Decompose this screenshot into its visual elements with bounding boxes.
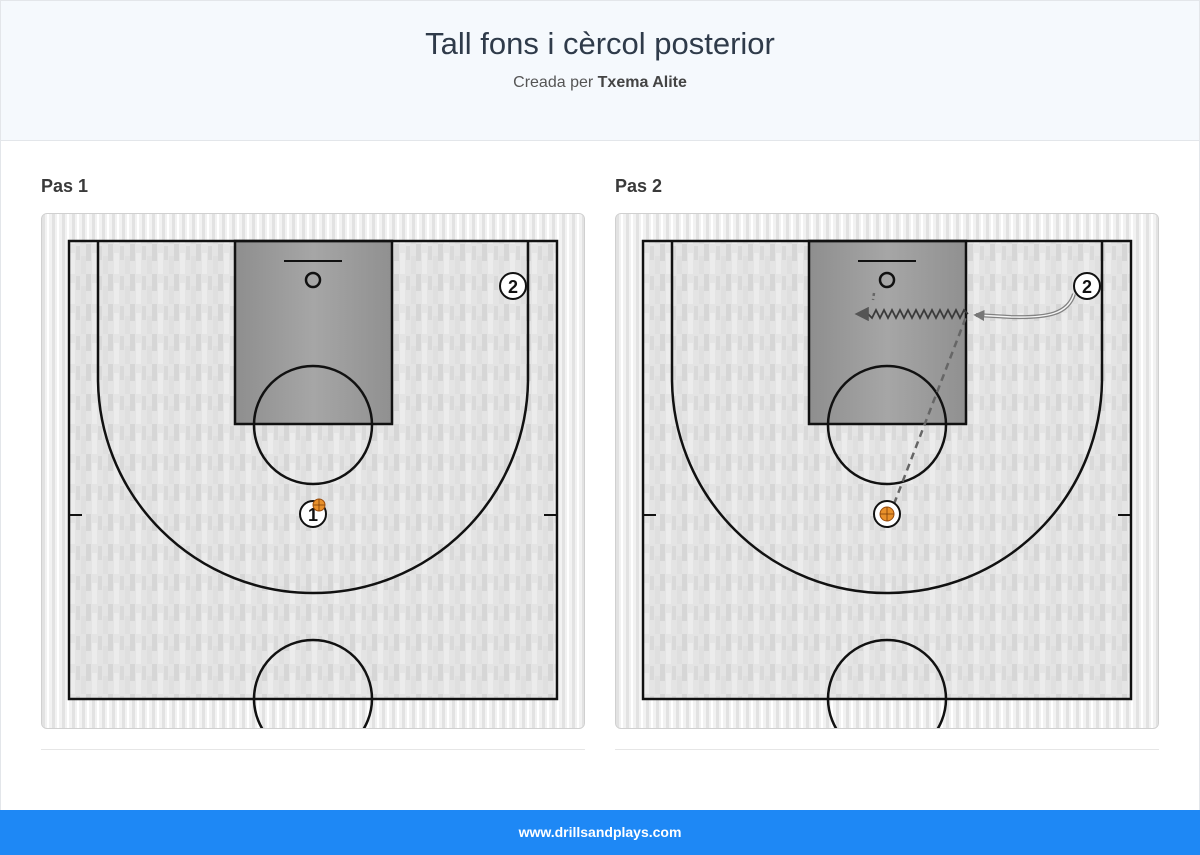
step-divider xyxy=(41,749,585,750)
player-2[interactable]: 2 xyxy=(499,272,527,300)
dribble-path xyxy=(854,306,969,322)
center-circle xyxy=(252,638,374,700)
center-circle xyxy=(826,638,948,700)
player-2[interactable]: 2 xyxy=(1073,272,1101,300)
footer-link[interactable]: www.drillsandplays.com xyxy=(0,810,1200,855)
three-point-line xyxy=(670,241,1104,595)
court-svg: 2 xyxy=(616,214,1158,728)
page-title: Tall fons i cèrcol posterior xyxy=(425,26,775,61)
court-svg: 2 1 xyxy=(42,214,584,728)
pass-line xyxy=(892,316,968,505)
step-2: Pas 2 xyxy=(615,175,1159,750)
step-1: Pas 1 xyxy=(41,175,585,750)
court-diagram: 2 xyxy=(615,213,1159,729)
hoop xyxy=(878,271,896,289)
free-throw-circle xyxy=(252,364,374,486)
svg-text:2: 2 xyxy=(508,277,518,297)
free-throw-circle xyxy=(826,364,948,486)
svg-text:2: 2 xyxy=(1082,277,1092,297)
ball-icon xyxy=(312,498,326,512)
paint-area xyxy=(233,239,394,426)
subtitle: Creada per Txema Alite xyxy=(1,74,1199,92)
player-1[interactable] xyxy=(873,500,901,528)
player-1[interactable]: 1 xyxy=(299,498,327,528)
court-boundary xyxy=(641,239,1133,701)
court-diagram: 2 1 xyxy=(41,213,585,729)
author-name[interactable]: Txema Alite xyxy=(597,74,687,91)
three-point-line xyxy=(96,241,530,595)
ball-icon xyxy=(879,506,895,522)
paint-area xyxy=(807,239,968,426)
court-boundary xyxy=(67,239,559,701)
created-by-label: Creada per xyxy=(513,74,594,91)
step-title: Pas 2 xyxy=(615,176,663,196)
hoop xyxy=(304,271,322,289)
page-header: Tall fons i cèrcol posterior Creada per … xyxy=(1,1,1199,141)
step-title: Pas 1 xyxy=(41,176,89,196)
step-divider xyxy=(615,749,1159,750)
svg-text:1: 1 xyxy=(308,505,318,525)
